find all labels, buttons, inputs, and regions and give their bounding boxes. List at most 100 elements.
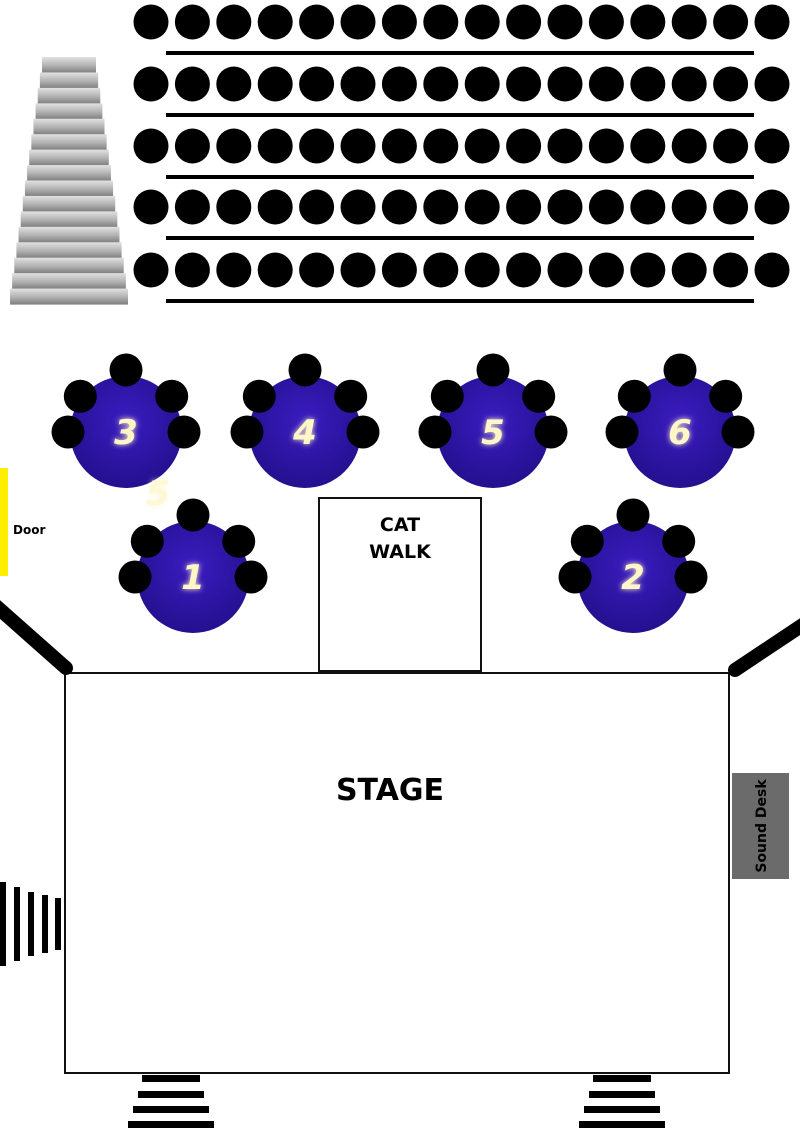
table-chair: [476, 353, 510, 387]
table-2: 2: [558, 498, 708, 633]
stair-step: [39, 72, 99, 89]
table-chair: [109, 353, 143, 387]
audience-seat: [423, 4, 459, 40]
audience-seat: [381, 4, 417, 40]
table-chair: [334, 379, 368, 413]
stair-step: [35, 103, 103, 120]
audience-seat: [340, 128, 376, 164]
stair-step: [29, 149, 109, 166]
audience-seating: [133, 4, 790, 303]
stage-step: [142, 1075, 200, 1082]
table-chair: [288, 353, 322, 387]
audience-seat: [299, 252, 335, 288]
audience-seat: [547, 128, 583, 164]
stage-steps-right: [579, 1075, 665, 1128]
stage-label: STAGE: [336, 773, 444, 808]
stair-step: [24, 180, 114, 197]
stair-step: [31, 134, 107, 151]
audience-seat: [299, 4, 335, 40]
table-chair: [522, 379, 556, 413]
table-chair: [51, 415, 85, 449]
audience-seat: [671, 189, 707, 225]
audience-seat: [216, 189, 252, 225]
door-label: Door: [13, 523, 46, 537]
table-chair: [662, 524, 696, 558]
table-chair: [346, 415, 380, 449]
table-chair: [176, 498, 210, 532]
audience-seat: [588, 252, 624, 288]
audience-seat: [588, 4, 624, 40]
audience-seat: [423, 189, 459, 225]
table-disc: [249, 376, 361, 488]
table-6: 6: [605, 353, 755, 488]
audience-seat: [506, 4, 542, 40]
table-3: 3: [51, 353, 201, 488]
catwalk-label: CAT WALK: [369, 514, 431, 563]
speaker-bar: [55, 898, 61, 950]
catwalk: [318, 497, 482, 672]
sound-desk-label: Sound Desk: [754, 779, 770, 873]
speaker-icon: [0, 882, 61, 966]
audience-seat: [547, 4, 583, 40]
table-chair: [663, 353, 697, 387]
audience-seat: [754, 128, 790, 164]
audience-seat: [671, 128, 707, 164]
audience-seat: [381, 128, 417, 164]
stage-step: [584, 1106, 660, 1113]
stair-step: [12, 273, 126, 290]
table-disc: [437, 376, 549, 488]
table-chair: [234, 560, 268, 594]
table-chair: [118, 560, 152, 594]
audience-seat: [174, 252, 210, 288]
audience-seat: [423, 128, 459, 164]
audience-seat: [506, 189, 542, 225]
table-chair: [418, 415, 452, 449]
audience-seat: [257, 252, 293, 288]
audience-seat: [257, 66, 293, 102]
stair-step: [20, 211, 118, 228]
table-chair: [130, 524, 164, 558]
table-chair: [558, 560, 592, 594]
stage-step: [128, 1121, 214, 1128]
audience-seat: [547, 189, 583, 225]
stair-step: [18, 226, 120, 243]
stage-step: [579, 1121, 665, 1128]
stair-step: [42, 57, 96, 74]
speaker-bar: [42, 895, 48, 953]
audience-seat: [464, 66, 500, 102]
audience-seat: [340, 252, 376, 288]
audience-seat: [133, 4, 169, 40]
stair-step: [22, 195, 116, 212]
audience-seat: [381, 189, 417, 225]
audience-seat: [671, 66, 707, 102]
audience-seat: [464, 189, 500, 225]
audience-seat: [713, 189, 749, 225]
audience-seat: [630, 252, 666, 288]
table-chair: [709, 379, 743, 413]
audience-seat: [257, 189, 293, 225]
audience-seat: [588, 128, 624, 164]
door-marker: [0, 468, 8, 576]
audience-seat: [588, 66, 624, 102]
audience-seat: [671, 4, 707, 40]
speaker-bar: [0, 882, 6, 966]
table-number: 4: [292, 413, 317, 453]
audience-seat: [630, 189, 666, 225]
table-5: 5: [418, 353, 568, 488]
table-chair: [534, 415, 568, 449]
stage-step: [593, 1075, 651, 1082]
table-chair: [570, 524, 604, 558]
audience-seat: [754, 189, 790, 225]
table-number: 1: [181, 558, 205, 598]
stage-step: [589, 1091, 655, 1098]
stair-step: [27, 165, 111, 182]
audience-seat: [630, 128, 666, 164]
audience-seat: [547, 66, 583, 102]
stair-step: [14, 257, 124, 274]
audience-seat: [299, 66, 335, 102]
audience-seat: [133, 66, 169, 102]
audience-seat: [754, 4, 790, 40]
audience-seat: [630, 66, 666, 102]
